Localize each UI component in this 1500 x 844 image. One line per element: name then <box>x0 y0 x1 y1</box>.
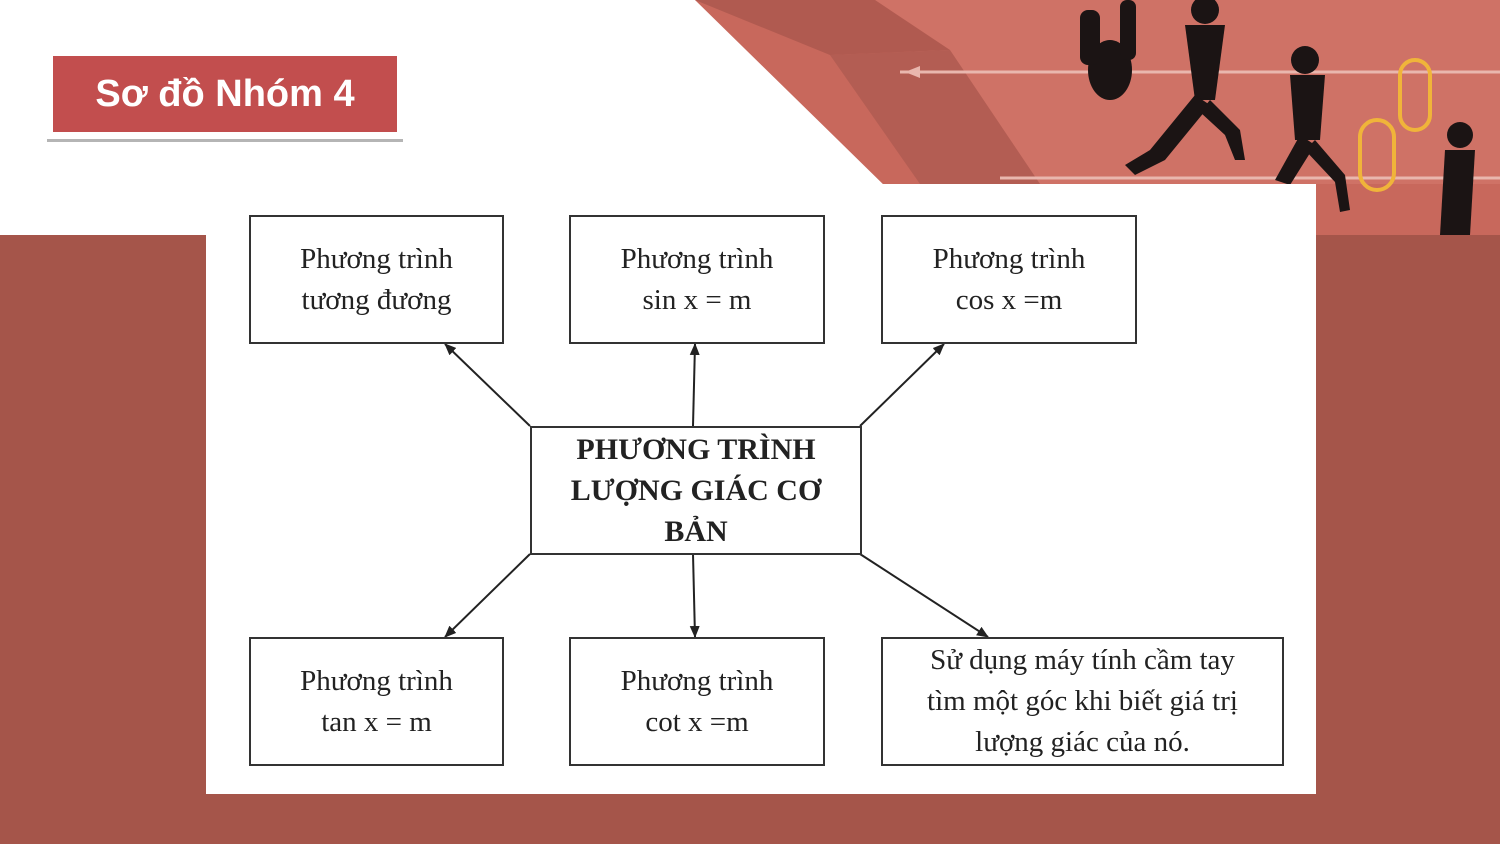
node-line: PHƯƠNG TRÌNH <box>576 433 816 466</box>
arrow-to-top-right <box>859 343 945 427</box>
node-line: sin x = m <box>642 283 752 316</box>
node-line: tương đương <box>301 283 452 316</box>
node-bottom-middle: Phương trình cot x =m <box>569 637 825 766</box>
node-line: Sử dụng máy tính cầm tay <box>930 644 1235 676</box>
running-track-photo <box>695 0 1500 235</box>
node-line: cot x =m <box>645 705 749 738</box>
title-underline <box>47 139 403 142</box>
node-line: lượng giác của nó. <box>975 726 1190 758</box>
node-line: tan x = m <box>321 705 432 738</box>
node-line: Phương trình <box>620 664 774 697</box>
arrow-to-bottom-middle <box>689 553 700 638</box>
slide-title: Sơ đồ Nhóm 4 <box>53 56 397 132</box>
node-line: BẢN <box>664 515 728 548</box>
node-line: cos x =m <box>955 283 1063 316</box>
node-line: Phương trình <box>300 664 453 697</box>
node-line: tìm một góc khi biết giá trị <box>927 685 1238 717</box>
node-line: Phương trình <box>932 242 1086 275</box>
node-top-middle: Phương trình sin x = m <box>569 215 825 344</box>
node-line: Phương trình <box>300 242 453 275</box>
node-center: PHƯƠNG TRÌNH LƯỢNG GIÁC CƠ BẢN <box>530 426 862 555</box>
arrow-to-top-left <box>444 343 531 427</box>
node-line: Phương trình <box>620 242 774 275</box>
arrow-to-bottom-right <box>859 553 989 638</box>
node-bottom-right: Sử dụng máy tính cầm tay tìm một góc khi… <box>881 637 1284 766</box>
node-top-left: Phương trình tương đương <box>249 215 504 344</box>
node-bottom-left: Phương trình tan x = m <box>249 637 504 766</box>
node-line: LƯỢNG GIÁC CƠ <box>570 474 822 507</box>
arrow-to-top-middle <box>689 343 700 427</box>
arrow-to-bottom-left <box>444 553 531 638</box>
node-top-right: Phương trình cos x =m <box>881 215 1137 344</box>
